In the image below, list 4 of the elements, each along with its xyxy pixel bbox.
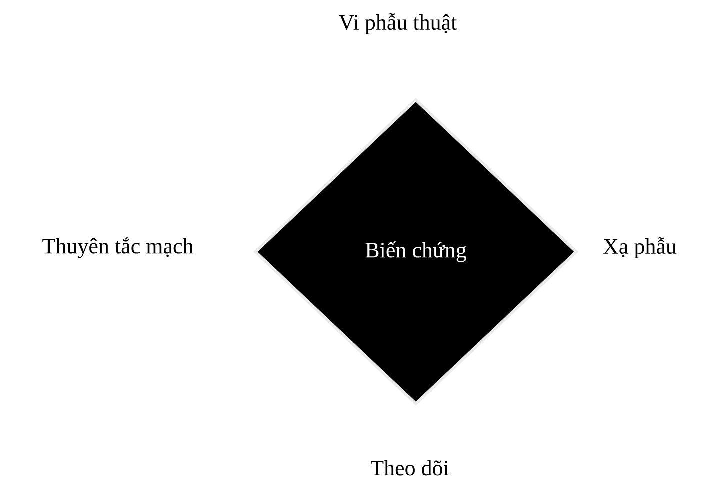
label-text: Theo dõi <box>371 460 449 476</box>
label-text: Vi phẫu thuật <box>339 14 458 34</box>
label-text: Thuyên tắc mạch <box>42 238 194 258</box>
label-text: Xạ phẫu <box>604 238 677 258</box>
